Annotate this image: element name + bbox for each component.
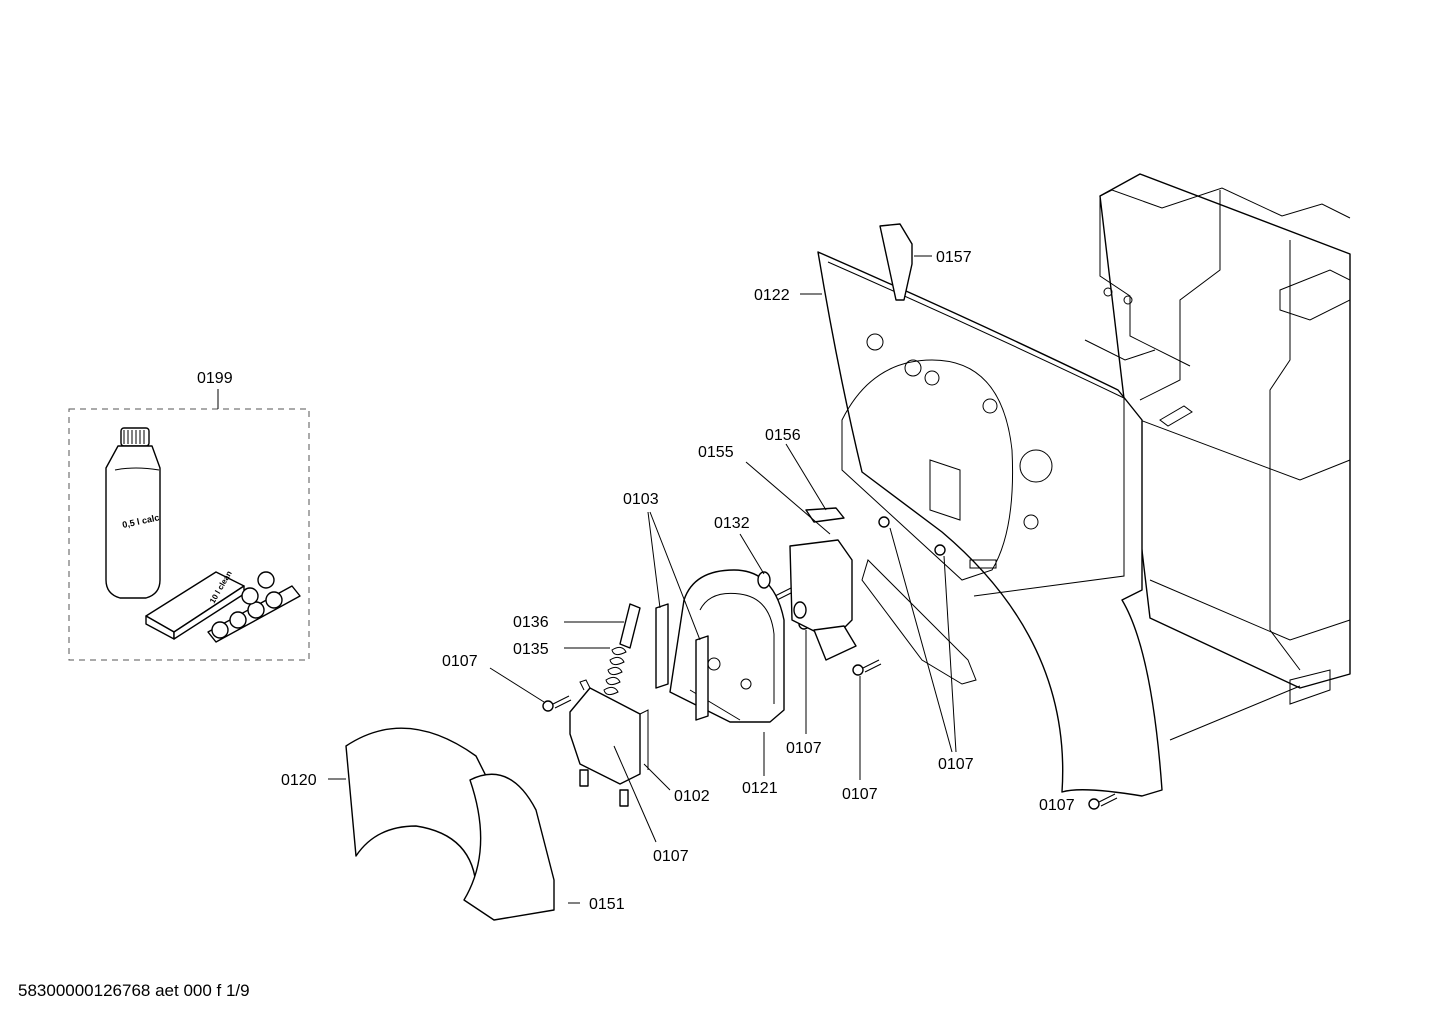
hose-assembly xyxy=(603,603,641,696)
document-reference: 58300000126768 aet 000 f 1/9 xyxy=(18,981,250,1000)
callout-0121: 0121 xyxy=(742,780,778,797)
callout-0136: 0136 xyxy=(513,614,549,631)
callout-0132: 0132 xyxy=(714,515,750,532)
callout-labels: 0199 0157 0122 0156 0155 0103 0132 0136 … xyxy=(197,249,1075,913)
callout-0107-c: 0107 xyxy=(786,740,822,757)
front-panel-0122 xyxy=(817,223,1163,797)
callout-0155: 0155 xyxy=(698,444,734,461)
callout-0107-f: 0107 xyxy=(1039,797,1075,814)
leader-lines xyxy=(328,255,957,904)
cover-0120 xyxy=(345,727,517,907)
callout-0199: 0199 xyxy=(197,370,233,387)
accessory-kit-0199: 0,5 l calc 10 l clean xyxy=(68,389,310,661)
callout-0107-b: 0107 xyxy=(653,848,689,865)
dispenser-nozzle-0102 xyxy=(569,679,649,807)
bracket-assembly xyxy=(757,507,857,661)
callout-0151: 0151 xyxy=(589,896,625,913)
cover-0151 xyxy=(463,773,555,921)
callout-0135: 0135 xyxy=(513,641,549,658)
callout-0103: 0103 xyxy=(623,491,659,508)
outlet-housing-0121 xyxy=(669,569,785,723)
callout-0122: 0122 xyxy=(754,287,790,304)
callout-0102: 0102 xyxy=(674,788,710,805)
cleaning-tablets: 10 l clean xyxy=(145,569,301,643)
machine-housing xyxy=(1084,173,1351,741)
callout-0156: 0156 xyxy=(765,427,801,444)
callout-0107-a: 0107 xyxy=(442,653,478,670)
callout-0107-e: 0107 xyxy=(938,756,974,773)
callout-0120: 0120 xyxy=(281,772,317,789)
descaler-bottle: 0,5 l calc xyxy=(105,427,161,599)
seal-strips-0103 xyxy=(655,603,709,721)
callout-0157: 0157 xyxy=(936,249,972,266)
callout-0107-d: 0107 xyxy=(842,786,878,803)
